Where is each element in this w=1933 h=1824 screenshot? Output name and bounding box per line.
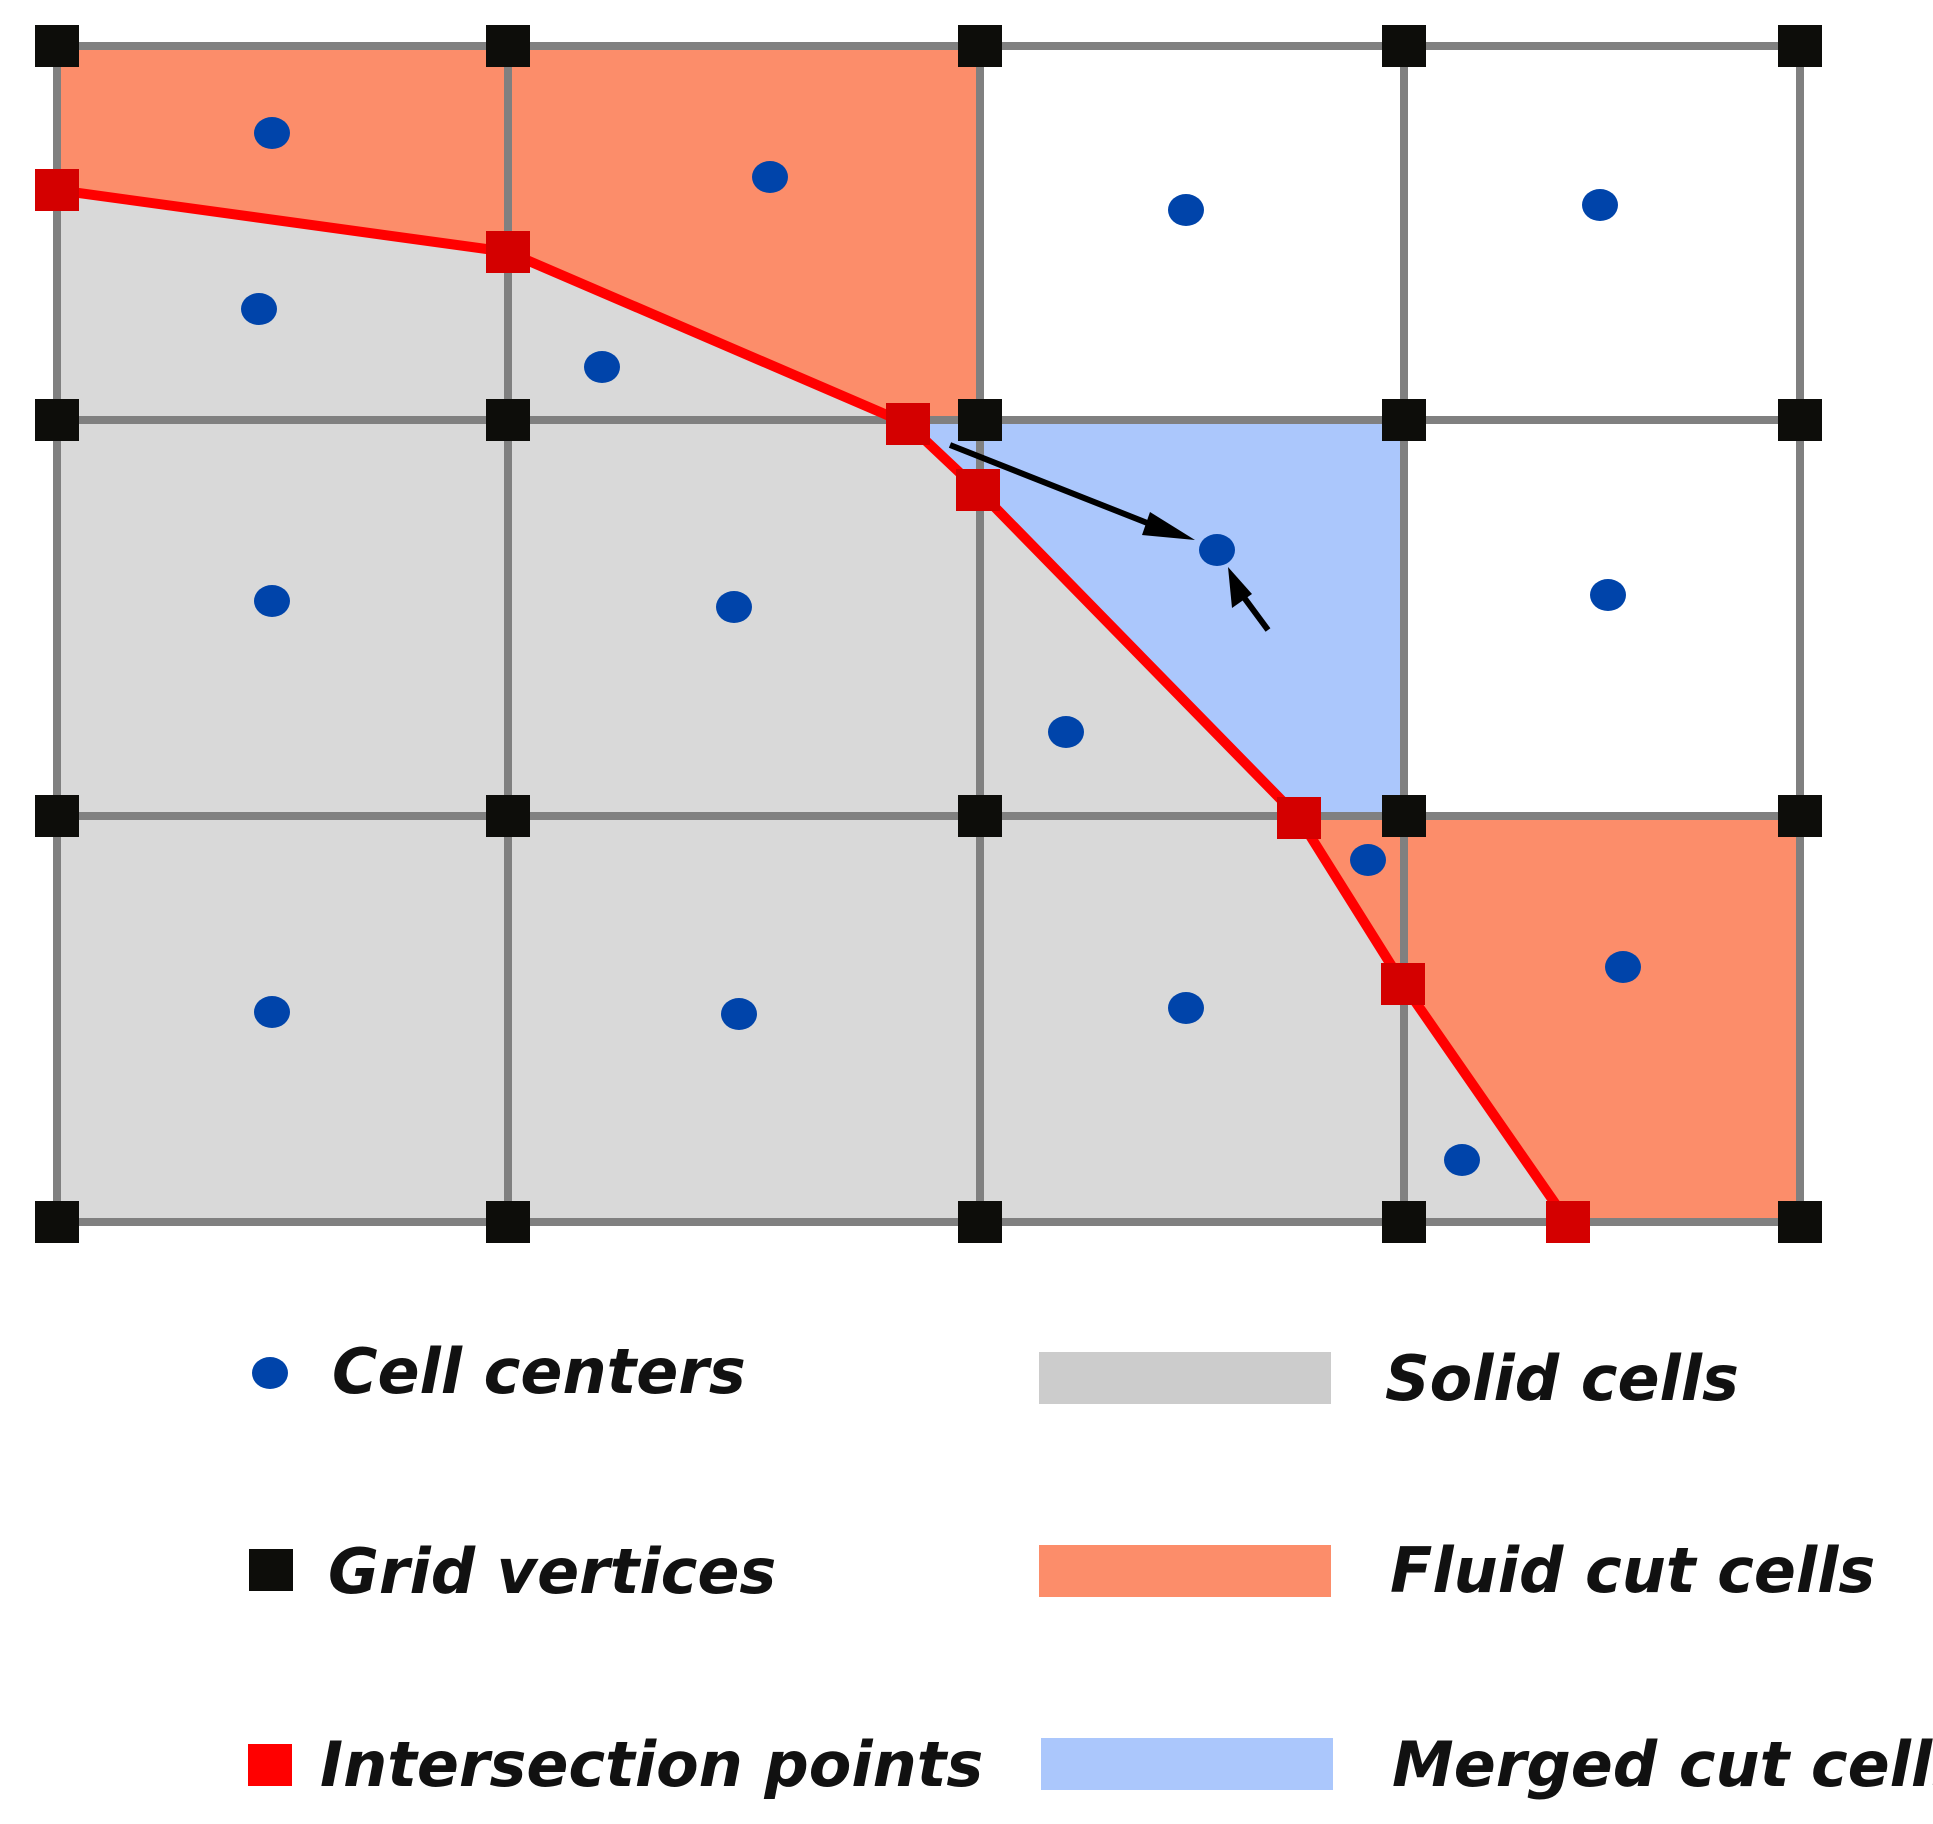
- grid-vertex: [486, 1201, 530, 1243]
- fluid-cut-cell: [508, 46, 980, 420]
- legend-fluid-swatch: [1039, 1545, 1331, 1597]
- cell-center-point: [1048, 716, 1084, 748]
- grid-vertex: [486, 795, 530, 837]
- grid-vertex: [35, 25, 79, 67]
- legend-fluid-cut-cells-label: Fluid cut cells: [1390, 1534, 1875, 1607]
- intersection-point: [486, 231, 530, 273]
- cell-center-point: [716, 591, 752, 623]
- grid-vertex: [1382, 25, 1426, 67]
- legend-intersection-marker: [248, 1744, 292, 1786]
- solid-cell: [57, 190, 908, 420]
- cell-center-point: [721, 998, 757, 1030]
- legend-solid-cells-label: Solid cells: [1385, 1342, 1739, 1415]
- cell-center-point: [254, 585, 290, 617]
- cell-centers: [241, 117, 1641, 1176]
- cell-center-point: [584, 351, 620, 383]
- grid-vertex: [1382, 399, 1426, 441]
- grid-vertex: [958, 795, 1002, 837]
- grid-vertex: [486, 399, 530, 441]
- cell-center-point: [1605, 951, 1641, 983]
- legend: Cell centers Grid vertices Intersection …: [248, 1335, 1933, 1801]
- intersection-point: [1546, 1201, 1590, 1243]
- merge-arrow-head: [1228, 567, 1252, 608]
- intersection-points: [35, 169, 1590, 1243]
- grid-vertex: [486, 25, 530, 67]
- legend-cell-centers-label: Cell centers: [332, 1335, 746, 1408]
- grid-vertex: [1778, 1201, 1822, 1243]
- grid-vertex: [1778, 25, 1822, 67]
- grid-vertex: [35, 399, 79, 441]
- cell-center-point: [241, 293, 277, 325]
- merge-arrow-line: [948, 442, 1167, 533]
- cell-center-point: [1590, 579, 1626, 611]
- legend-grid-vertex-marker: [249, 1549, 293, 1591]
- merged-cut-cell: [908, 420, 1404, 818]
- legend-merged-cut-cells-label: Merged cut cells: [1392, 1728, 1933, 1801]
- cell-center-point: [1444, 1144, 1480, 1176]
- legend-grid-vertices-label: Grid vertices: [328, 1535, 776, 1608]
- cell-center-point: [1350, 844, 1386, 876]
- legend-solid-swatch: [1039, 1352, 1331, 1404]
- grid-vertex: [1382, 795, 1426, 837]
- fluid-cut-cell: [1299, 818, 1800, 1222]
- grid-vertex: [958, 399, 1002, 441]
- cell-center-point: [752, 161, 788, 193]
- intersection-point: [1381, 963, 1425, 1005]
- solid-cell: [980, 490, 1568, 1222]
- intersection-point: [35, 169, 79, 211]
- grid-vertex: [958, 25, 1002, 67]
- grid-vertex: [1382, 1201, 1426, 1243]
- merge-arrow-head: [1142, 512, 1195, 540]
- intersection-point: [1277, 797, 1321, 839]
- cell-center-point: [1582, 189, 1618, 221]
- grid-vertex: [35, 1201, 79, 1243]
- grid-vertex: [1778, 399, 1822, 441]
- intersection-point: [886, 403, 930, 445]
- grid-vertices: [35, 25, 1822, 1243]
- grid-vertex: [958, 1201, 1002, 1243]
- grid-vertex: [1778, 795, 1822, 837]
- cell-center-point: [1168, 194, 1204, 226]
- cell-center-point: [1168, 992, 1204, 1024]
- intersection-point: [956, 469, 1000, 511]
- merge-arrows: [948, 442, 1271, 632]
- legend-merged-swatch: [1041, 1738, 1333, 1790]
- cell-center-point: [1199, 534, 1235, 566]
- grid-vertex: [35, 795, 79, 837]
- cell-center-point: [254, 117, 290, 149]
- cell-center-point: [254, 996, 290, 1028]
- legend-intersection-points-label: Intersection points: [320, 1728, 983, 1801]
- legend-cell-center-marker: [252, 1357, 288, 1389]
